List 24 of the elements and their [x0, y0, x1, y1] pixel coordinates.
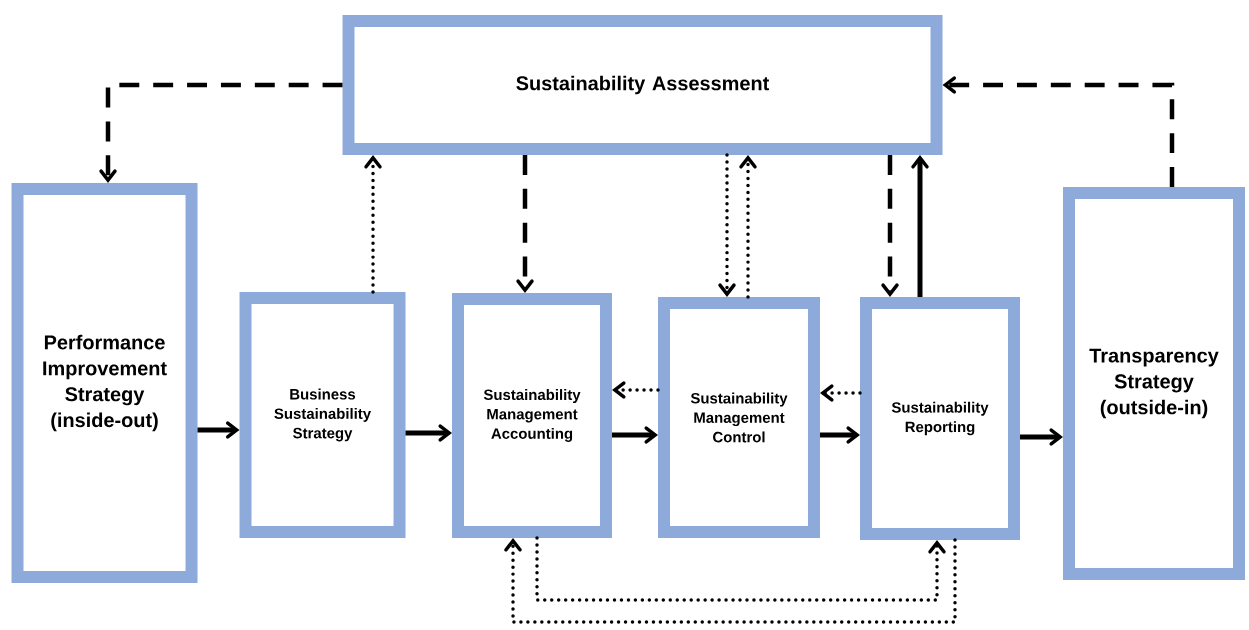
arrow	[820, 384, 862, 402]
process-box: Sustainability Assessment	[342, 15, 943, 155]
process-box: Performance Improvement Strategy (inside-out)	[11, 183, 198, 583]
arrow	[99, 82, 343, 183]
arrow	[516, 155, 534, 293]
arrow	[197, 421, 240, 439]
arrow	[405, 424, 452, 442]
process-box: Sustainability Management Control	[658, 297, 820, 538]
arrow	[911, 155, 929, 297]
arrow	[942, 76, 1175, 187]
arrow	[1020, 428, 1063, 446]
process-box: Sustainability Management Accounting	[452, 293, 612, 538]
arrow	[881, 155, 899, 297]
arrow	[504, 538, 957, 624]
process-box: Transparency Strategy (outside-in)	[1063, 187, 1245, 580]
process-box: Sustainability Reporting	[860, 297, 1020, 540]
arrow	[612, 426, 658, 444]
arrow	[739, 155, 757, 299]
arrow	[535, 536, 946, 602]
arrow	[364, 155, 382, 294]
arrow	[612, 381, 660, 399]
arrow	[718, 153, 736, 297]
process-box: Business Sustainability Strategy	[239, 292, 406, 538]
arrow	[820, 426, 860, 444]
